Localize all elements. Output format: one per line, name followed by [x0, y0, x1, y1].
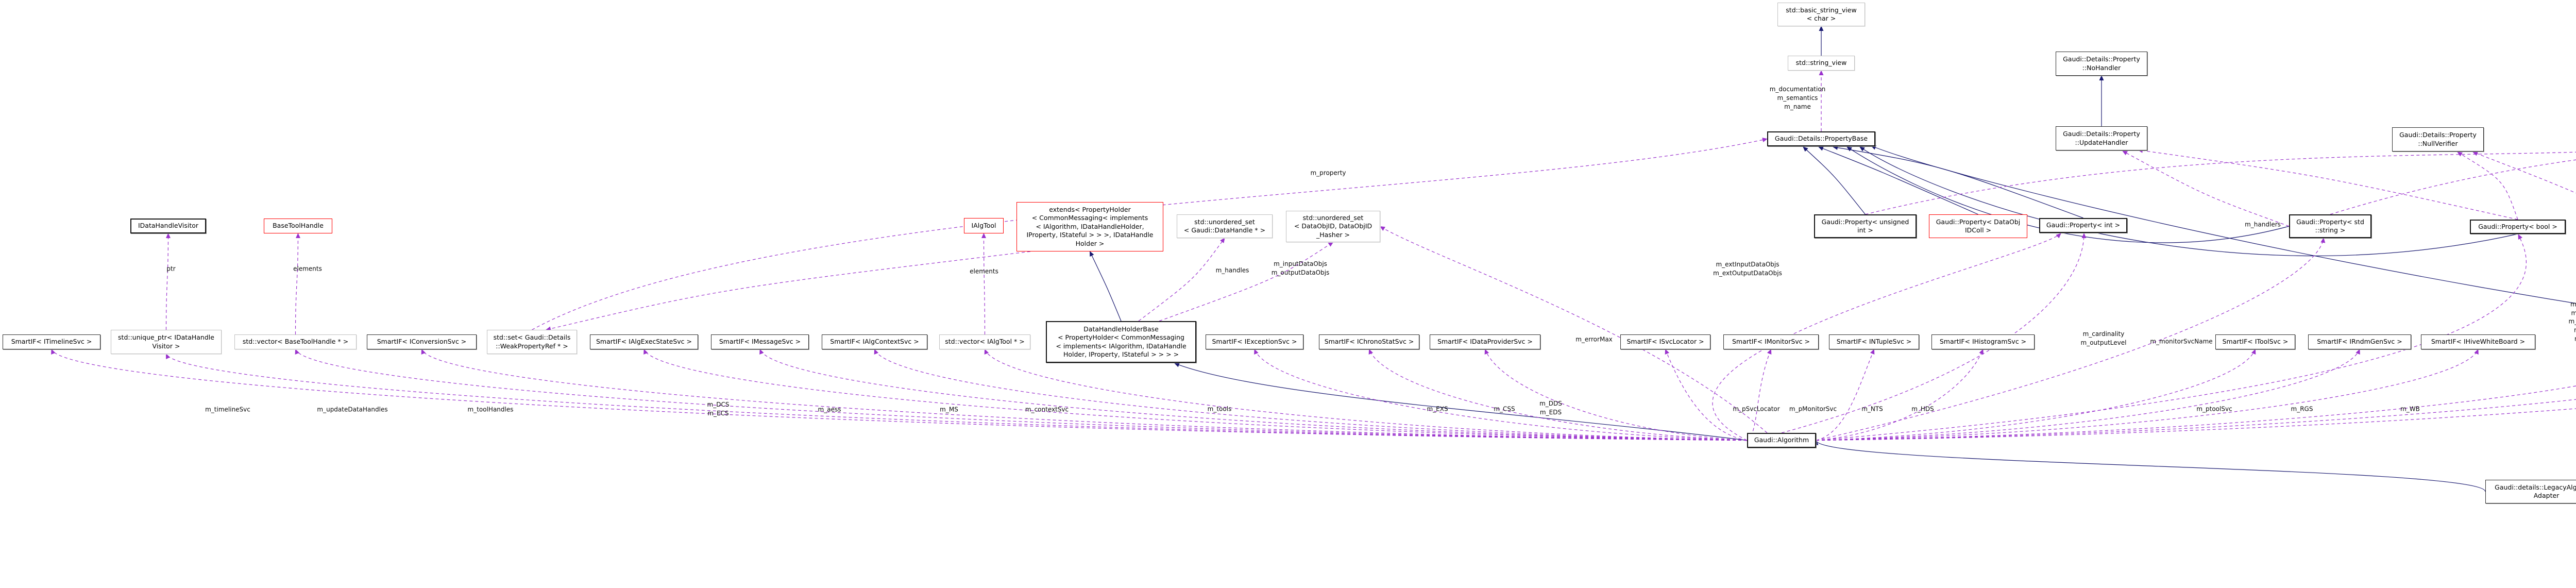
class-node-galg[interactable]: Gaudi::Algorithm	[1747, 433, 1816, 448]
class-node-svcloc[interactable]: SmartIF< ISvcLocator >	[1620, 334, 1710, 349]
usage-edge	[165, 233, 171, 330]
class-node-update_handler[interactable]: Gaudi::Details::Property ::UpdateHandler	[2056, 126, 2147, 150]
usage-edge	[295, 233, 300, 335]
usage-edge	[1665, 349, 1748, 441]
inheritance-edge	[1089, 251, 1122, 322]
inheritance-edge	[1833, 145, 2083, 219]
usage-edge	[1254, 349, 1748, 441]
class-node-vec_ialgtool[interactable]: std::vector< IAlgTool * >	[939, 334, 1030, 349]
inheritance-edge	[1174, 363, 1748, 441]
class-node-exc[interactable]: SmartIF< IExceptionSvc >	[1206, 334, 1303, 349]
usage-edge	[1816, 349, 2479, 441]
class-node-idhv[interactable]: IDataHandleVisitor	[130, 219, 206, 233]
class-node-base_tool[interactable]: BaseToolHandle	[264, 219, 332, 233]
class-node-string_view[interactable]: std::string_view	[1788, 56, 1855, 71]
class-node-vec_btool[interactable]: std::vector< BaseToolHandle * >	[234, 334, 357, 349]
usage-edge	[874, 349, 1748, 441]
class-node-no_handler[interactable]: Gaudi::Details::Property ::NoHandler	[2056, 52, 2147, 76]
class-node-uset_handle[interactable]: std::unordered_set < Gaudi::DataHandle *…	[1177, 214, 1273, 238]
usage-edge	[2138, 148, 2518, 220]
usage-edge	[1380, 226, 1768, 433]
class-node-ntuple[interactable]: SmartIF< INTupleSvc >	[1829, 334, 1919, 349]
class-node-prop_bool[interactable]: Gaudi::Property< bool >	[2470, 220, 2566, 234]
class-node-hive[interactable]: SmartIF< IHiveWhiteBoard >	[2421, 334, 2535, 349]
class-node-prop_str[interactable]: Gaudi::Property< std ::string >	[2289, 214, 2371, 238]
usage-edge	[51, 349, 1748, 441]
class-node-ialgtool[interactable]: IAlgTool	[964, 218, 1004, 233]
class-node-actx[interactable]: SmartIF< IAlgContextSvc >	[822, 334, 927, 349]
usage-edge	[1816, 234, 2527, 441]
inheritance-edge	[1818, 146, 1978, 215]
class-node-null_verifier[interactable]: Gaudi::Details::Property ::NullVerifier	[2392, 127, 2484, 152]
usage-edge	[1816, 385, 2576, 441]
class-node-aess[interactable]: SmartIF< IAlgExecStateSvc >	[590, 334, 698, 349]
usage-edge	[1159, 242, 1334, 322]
class-node-monitor[interactable]: SmartIF< IMonitorSvc >	[1723, 334, 1819, 349]
usage-edge	[1138, 238, 1225, 322]
usage-edge	[1368, 349, 1748, 441]
usage-edge	[421, 349, 1748, 441]
inheritance-edge	[1803, 146, 1866, 215]
usage-edge	[759, 349, 1748, 441]
usage-edge	[1816, 408, 2576, 441]
class-node-msg[interactable]: SmartIF< IMessageSvc >	[711, 334, 809, 349]
usage-edge	[1816, 349, 1984, 441]
class-node-set_weak[interactable]: std::set< Gaudi::Details ::WeakPropertyR…	[487, 330, 577, 354]
inheritance-edge	[1859, 146, 2518, 256]
class-node-dataprov[interactable]: SmartIF< IDataProviderSvc >	[1430, 334, 1540, 349]
inheritance-edge	[1871, 145, 2576, 304]
usage-edge	[2330, 159, 2576, 215]
class-node-chrono[interactable]: SmartIF< IChronoStatSvc >	[1319, 334, 1419, 349]
usage-edge	[1712, 233, 2061, 441]
class-node-property_base[interactable]: Gaudi::Details::PropertyBase	[1767, 131, 1875, 146]
class-node-histo[interactable]: SmartIF< IHistogramSvc >	[1931, 334, 2035, 349]
class-node-conv[interactable]: SmartIF< IConversionSvc >	[367, 334, 477, 349]
class-node-rndm[interactable]: SmartIF< IRndmGenSvc >	[2308, 334, 2411, 349]
class-node-tml[interactable]: SmartIF< ITimelineSvc >	[3, 334, 100, 349]
class-node-prop_uint[interactable]: Gaudi::Property< unsigned int >	[1814, 214, 1917, 238]
class-node-toolsvc[interactable]: SmartIF< IToolSvc >	[2215, 334, 2295, 349]
usage-edge	[981, 233, 987, 335]
usage-edge	[2457, 152, 2518, 220]
class-node-prop_int[interactable]: Gaudi::Property< int >	[2039, 218, 2127, 233]
class-node-legacy[interactable]: Gaudi::details::LegacyAlgorithm Adapter	[2485, 480, 2576, 503]
usage-edge	[1816, 349, 1875, 441]
class-node-unique_ptr[interactable]: std::unique_ptr< IDataHandle Visitor >	[111, 330, 222, 354]
usage-edge	[165, 354, 1748, 441]
usage-edge	[1816, 399, 2576, 441]
class-node-prop_dataobj[interactable]: Gaudi::Property< DataObj IDColl >	[1929, 214, 2027, 238]
class-node-basic_string_view[interactable]: std::basic_string_view < char >	[1777, 3, 1865, 26]
class-node-uset_dataobj[interactable]: std::unordered_set < DataObjID, DataObjI…	[1286, 211, 1380, 242]
usage-edge	[984, 349, 1748, 441]
class-node-dhhb[interactable]: DataHandleHolderBase < PropertyHolder< C…	[1046, 321, 1196, 363]
usage-edge	[1816, 349, 2360, 441]
usage-edge	[1747, 349, 1772, 441]
usage-edge	[1781, 233, 2087, 433]
usage-edge	[643, 349, 1748, 441]
usage-edge	[546, 251, 1031, 331]
usage-edge	[295, 349, 1748, 441]
class-node-extends[interactable]: extends< PropertyHolder < CommonMessagin…	[1016, 202, 1163, 251]
inheritance-edge	[1814, 440, 2486, 492]
usage-edge	[1816, 349, 2256, 441]
usage-edge	[2122, 150, 2290, 227]
usage-edge	[1865, 152, 2576, 215]
usage-edge	[1484, 349, 1748, 441]
